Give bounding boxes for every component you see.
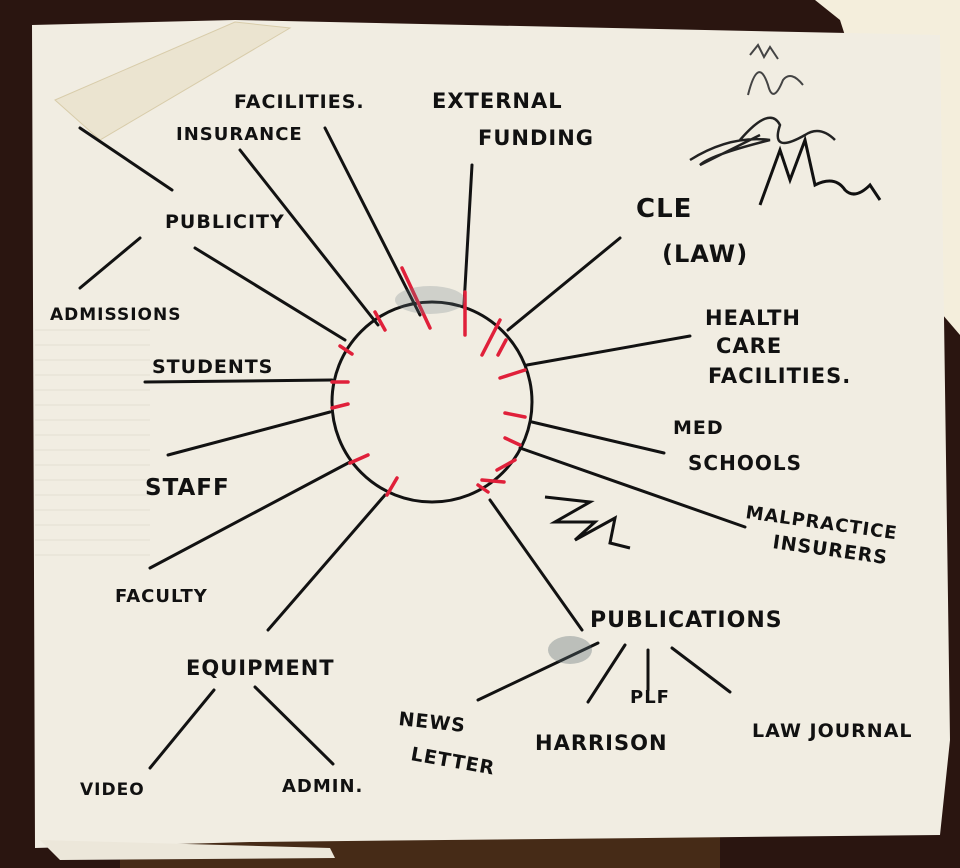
label-funding: FUNDING <box>478 126 594 150</box>
spoke-cle <box>506 236 622 332</box>
label-faculty: FACULTY <box>115 586 208 607</box>
signatures <box>689 43 882 206</box>
label-external: EXTERNAL <box>432 89 563 113</box>
spoke-newsletter <box>476 641 600 702</box>
label-care: CARE <box>716 334 782 358</box>
label-staff: STAFF <box>145 475 230 501</box>
spoke-fold-top-left <box>78 126 174 192</box>
napkin-texture <box>35 329 150 556</box>
labels: PUBLICITY ADMISSIONS INSURANCE FACILITIE… <box>50 89 913 800</box>
label-publications: PUBLICATIONS <box>590 608 783 633</box>
spoke-students <box>143 378 334 384</box>
spoke-insurance <box>238 148 380 327</box>
label-admin: ADMIN. <box>282 776 363 797</box>
center-node-circle <box>330 300 534 504</box>
label-law-journal: LAW JOURNAL <box>752 720 913 742</box>
spoke-publicity <box>193 246 347 342</box>
label-facilities: FACILITIES. <box>234 91 365 113</box>
napkin-layer <box>40 840 335 860</box>
spoke-video <box>148 688 216 770</box>
spoke-faculty <box>148 460 352 570</box>
spoke-admin <box>253 685 335 766</box>
spoke-med-schools <box>530 420 666 455</box>
spoke-external-funding <box>462 163 474 307</box>
napkin <box>32 20 950 848</box>
spoke-equipment <box>266 493 387 632</box>
label-publicity: PUBLICITY <box>165 211 285 233</box>
spoke-staff <box>166 410 332 457</box>
spoke-facilities <box>323 126 422 317</box>
label-schools: SCHOOLS <box>688 451 802 475</box>
spoke-malpractice <box>518 446 747 529</box>
napkin-fold <box>54 21 292 141</box>
label-health: HEALTH <box>705 306 801 330</box>
label-harrison: HARRISON <box>535 731 668 755</box>
spoke-health-care <box>525 334 692 367</box>
initials-scribble <box>544 495 631 550</box>
red-tick-marks <box>330 266 527 497</box>
label-insurance: INSURANCE <box>176 124 303 145</box>
label-admissions: ADMISSIONS <box>50 305 181 325</box>
ink-smudge <box>548 636 592 664</box>
label-cle: CLE <box>636 194 692 224</box>
spoke-admissions <box>78 236 142 290</box>
ink-smudge <box>395 286 465 314</box>
label-students: STUDENTS <box>152 356 273 378</box>
spoke-publications <box>488 498 584 632</box>
label-video: VIDEO <box>80 780 145 800</box>
label-facilities-hc: FACILITIES. <box>708 364 851 388</box>
spoke-harrison <box>586 643 627 704</box>
spokes <box>78 126 747 770</box>
label-med: MED <box>673 417 724 439</box>
label-equipment: EQUIPMENT <box>186 656 335 680</box>
label-plf: PLF <box>630 687 670 708</box>
spoke-law-journal <box>670 646 732 694</box>
label-law: (LAW) <box>662 240 748 268</box>
